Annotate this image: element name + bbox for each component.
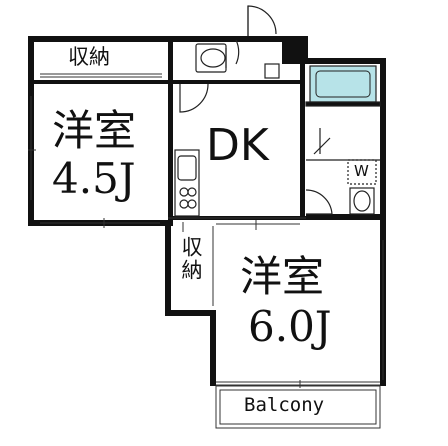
kitchen-counter: [174, 149, 200, 217]
western-room-large-name: 洋室: [240, 252, 325, 301]
entrance-door: [247, 5, 280, 79]
balcony-label: Balcony: [244, 394, 325, 416]
washer-label: W: [354, 162, 369, 180]
western-room-small-size: 4.5J: [52, 154, 136, 203]
storage-mid-label: 収納: [179, 236, 203, 282]
bathtub-icon: [309, 65, 377, 103]
dk-door: [179, 83, 209, 113]
dk-label: DK: [206, 120, 269, 171]
western-room-small-name: 洋室: [52, 106, 137, 155]
big-room-window: [182, 220, 300, 232]
toilet-icon: [195, 39, 240, 73]
storage-top-label: 収納: [68, 45, 110, 69]
western-room-large-size: 6.0J: [248, 302, 332, 351]
thin-lines: [28, 73, 384, 429]
washroom: [305, 101, 381, 215]
